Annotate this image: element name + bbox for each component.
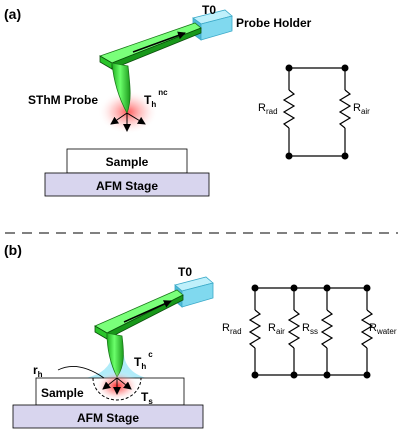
ts-label: Ts bbox=[141, 390, 153, 406]
rh-label: rh bbox=[33, 363, 43, 379]
radiation-arrows bbox=[110, 112, 146, 132]
node bbox=[290, 371, 298, 379]
heat-spreading-boundary bbox=[92, 377, 142, 401]
r-air-label-a: Rair bbox=[353, 102, 370, 116]
r-rad-label-b: Rrad bbox=[222, 322, 242, 336]
node bbox=[285, 64, 293, 72]
heat-flow-arrow bbox=[123, 300, 172, 323]
t0-label: T0 bbox=[178, 265, 192, 279]
panel-b: (b) Sample bbox=[4, 242, 397, 429]
node bbox=[363, 284, 371, 292]
r-rad-label-a: Rrad bbox=[258, 102, 278, 116]
r-water-label-b: Rwater bbox=[369, 322, 397, 336]
th-label: Thnc bbox=[144, 88, 168, 109]
t0-label: T0 bbox=[202, 3, 216, 17]
node bbox=[363, 371, 371, 379]
circuit-a bbox=[282, 67, 352, 157]
sample-block bbox=[66, 148, 188, 174]
node bbox=[251, 284, 259, 292]
th-label: Thc bbox=[134, 350, 153, 371]
panel-a-label: (a) bbox=[4, 6, 21, 22]
afm-stage-label: AFM Stage bbox=[77, 411, 139, 425]
heat-flow-arrow bbox=[132, 31, 186, 53]
panel-b-label: (b) bbox=[4, 242, 22, 258]
node bbox=[323, 284, 331, 292]
r-ss-label-b: Rss bbox=[302, 322, 318, 336]
afm-stage bbox=[12, 404, 204, 429]
heat-arrows bbox=[102, 377, 132, 395]
afm-stage-label: AFM Stage bbox=[96, 179, 158, 193]
sthm-probe-tip bbox=[111, 62, 131, 114]
probe-holder bbox=[174, 276, 214, 308]
rh-pointer bbox=[57, 366, 105, 379]
node bbox=[323, 371, 331, 379]
sample-label: Sample bbox=[106, 155, 149, 169]
circuit-b bbox=[248, 287, 374, 376]
node bbox=[341, 152, 349, 160]
node bbox=[341, 64, 349, 72]
probe-holder-label: Probe Holder bbox=[236, 16, 312, 30]
node bbox=[290, 284, 298, 292]
node bbox=[251, 371, 259, 379]
sample-label: Sample bbox=[41, 386, 84, 400]
sthm-probe-label: SThM Probe bbox=[28, 93, 98, 107]
node bbox=[285, 152, 293, 160]
panel-a: (a) T0 Probe Holder SThM Probe bbox=[4, 3, 370, 197]
r-air-label-b: Rair bbox=[268, 322, 285, 336]
afm-stage bbox=[44, 172, 210, 197]
